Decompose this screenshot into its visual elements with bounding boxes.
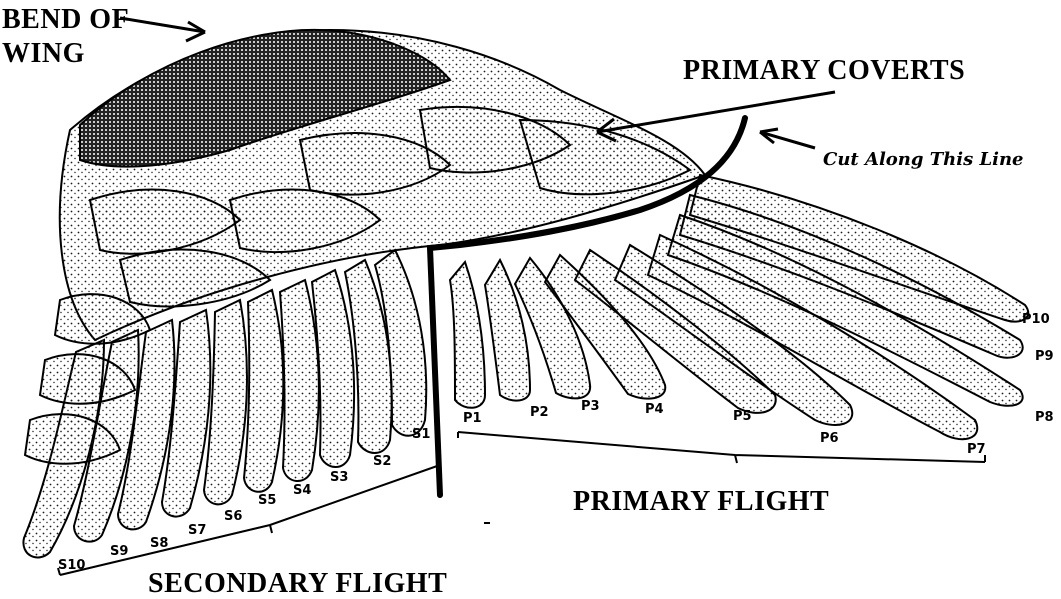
- feather-tag-p8: P8: [1035, 411, 1054, 424]
- feather-tag-s7: S7: [188, 524, 206, 537]
- secondary-flight-label: SECONDARY FLIGHT: [148, 570, 447, 598]
- feather-tag-s3: S3: [330, 471, 348, 484]
- feather-tag-p2: P2: [530, 406, 549, 419]
- feather-tag-p7: P7: [967, 443, 986, 456]
- feather-tag-s5: S5: [258, 494, 276, 507]
- secondary-feather-4: [280, 280, 319, 481]
- bend-of-wing-label-line1: BEND OF: [2, 6, 129, 34]
- feather-tag-p1: P1: [463, 412, 482, 425]
- primary-flight-label: PRIMARY FLIGHT: [573, 488, 829, 516]
- coverts-arrow: [597, 92, 835, 132]
- feather-tag-s10: S10: [58, 559, 85, 572]
- cut-line-label: Cut Along This Line: [823, 151, 1024, 169]
- feather-tag-p5: P5: [733, 410, 752, 423]
- primary-bracket: [458, 432, 985, 463]
- feather-tag-s1: S1: [412, 428, 430, 441]
- feather-tag-s9: S9: [110, 545, 128, 558]
- primary-feather-1: [450, 262, 485, 408]
- bend-of-wing-label-line2: WING: [2, 40, 85, 68]
- feather-tag-p10: P10: [1022, 313, 1050, 326]
- feather-tag-s6: S6: [224, 510, 242, 523]
- feather-tag-p4: P4: [645, 403, 664, 416]
- feather-tag-p3: P3: [581, 400, 600, 413]
- feather-tag-p6: P6: [820, 432, 839, 445]
- secondary-feather-5: [244, 290, 283, 492]
- primary-coverts-label: PRIMARY COVERTS: [683, 57, 965, 85]
- feather-tag-p9: P9: [1035, 350, 1054, 363]
- feather-tag-s8: S8: [150, 537, 168, 550]
- feather-tag-s4: S4: [293, 484, 311, 497]
- secondary-feather-6: [204, 300, 247, 504]
- feather-tag-s2: S2: [373, 455, 391, 468]
